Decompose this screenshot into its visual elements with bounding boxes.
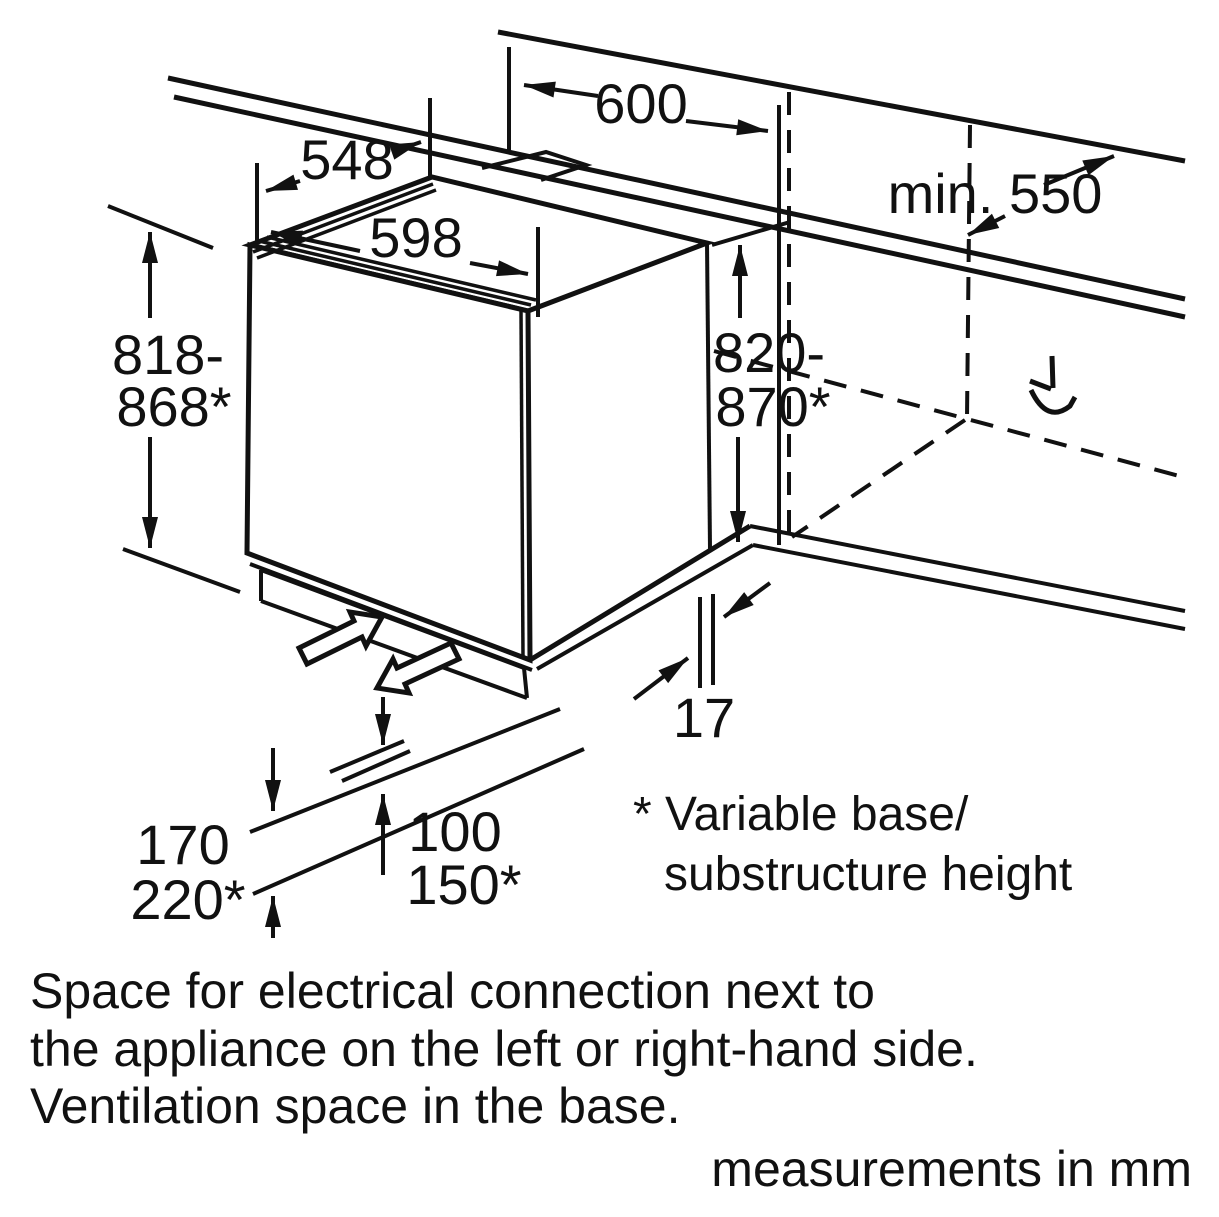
plinth-right-edge: [522, 667, 529, 699]
dim-818-label-line1: 818-: [112, 323, 224, 386]
dimension-100-150: 100 150*: [375, 697, 522, 916]
footnote: * Variable base/ substructure height: [633, 788, 1072, 901]
door-top-edge-line-1: [258, 239, 532, 307]
dimension-818-868: 818- 868*: [107, 204, 241, 594]
dimension-17: 17: [632, 581, 772, 749]
appliance: [241, 174, 1186, 896]
footnote-line2: substructure height: [664, 848, 1072, 901]
dimension-min550: min. 550: [888, 154, 1115, 237]
dim-548-label: 548: [300, 128, 393, 191]
dim-820-label-line1: 820-: [713, 321, 825, 384]
dim-548-arrow-left: [265, 174, 301, 193]
ventilation-arrows: [295, 608, 463, 697]
notes: Space for electrical connection next to …: [30, 963, 1192, 1197]
note-line2: the appliance on the left or right-hand …: [30, 1021, 978, 1077]
appliance-back-right-edge: [705, 242, 712, 550]
dim-100-label-line2: 150*: [406, 853, 521, 916]
socket-bar: [1029, 378, 1052, 392]
note-line1: Space for electrical connection next to: [30, 963, 875, 1019]
plinth-top-edge: [260, 568, 525, 670]
dimension-548: 548: [255, 98, 432, 243]
dim-818-label-line2: 868*: [116, 375, 231, 438]
footnote-line1: * Variable base/: [633, 788, 969, 841]
base-bottom-receding-edge: [528, 523, 752, 663]
dim-600-arrow-right: [685, 119, 769, 136]
dim-100-label-line1: 100: [408, 800, 501, 863]
dim-170-label-line2: 220*: [130, 868, 245, 931]
dim-818-tick-bottom: [122, 547, 241, 594]
vent-ref-short-2: [341, 749, 411, 783]
dim-818-tick-top: [107, 204, 214, 250]
dimension-598: 598: [270, 206, 540, 317]
dim-min550-arrow-up: [1043, 154, 1115, 187]
airflow-in-arrow: [295, 608, 386, 668]
door-left-edge-line-2: [256, 188, 437, 260]
dim-170-label-line1: 170: [136, 813, 229, 876]
worktop-front-edge-lower: [173, 94, 1186, 320]
niche-left-corner-mark: [481, 149, 593, 182]
dim-598-arrow-right: [469, 260, 529, 277]
floor-front-line-upper: [749, 524, 1186, 613]
dim-820-label-line2: 870*: [715, 375, 830, 438]
dim-598-arrow-left: [270, 230, 361, 253]
note-line3: Ventilation space in the base.: [30, 1078, 680, 1134]
airflow-out-arrow: [373, 639, 463, 697]
vent-ref-line-floor: [252, 747, 585, 896]
worktop-front-edge-upper: [167, 75, 1186, 302]
kitchen-scene: [167, 29, 1186, 545]
power-socket-icon: [1028, 355, 1078, 415]
socket-stem: [1049, 355, 1056, 389]
dim-600-label: 600: [594, 72, 687, 135]
vent-ref-line-upper: [249, 707, 561, 834]
floor-front-line-lower: [752, 543, 1186, 631]
note-units: measurements in mm: [711, 1141, 1192, 1197]
niche-back-corner-hidden: [965, 124, 972, 419]
plinth-bottom-edge: [260, 599, 528, 700]
dimension-170-220: 170 220*: [130, 748, 281, 938]
dim-17-label: 17: [673, 686, 735, 749]
dimension-820-870: 820- 870*: [713, 245, 831, 542]
base-lower-receding-edge: [536, 543, 754, 671]
dim-17-arrow-left: [632, 656, 690, 701]
door-right-edge-line: [519, 309, 525, 657]
dimension-600: 600: [523, 72, 769, 136]
dim-min550-label: min. 550: [888, 162, 1103, 225]
wall-floor-junction-hidden: [713, 349, 1184, 479]
vent-ref-short-1: [329, 739, 405, 774]
niche-right-floor-hidden: [790, 418, 967, 539]
appliance-door-face: [244, 241, 533, 664]
door-top-edge-line-2: [266, 235, 537, 302]
socket-arc: [1028, 388, 1078, 415]
dim-600-arrow-left: [523, 81, 599, 98]
niche-right-corner-mark: [711, 220, 791, 247]
dim-min550-arrow-down: [967, 213, 1006, 237]
dim-548-arrow-right: [389, 140, 422, 160]
wall-top-line: [497, 29, 1186, 164]
dim-17-arrow-right: [722, 581, 772, 619]
dim-598-label: 598: [369, 206, 462, 269]
